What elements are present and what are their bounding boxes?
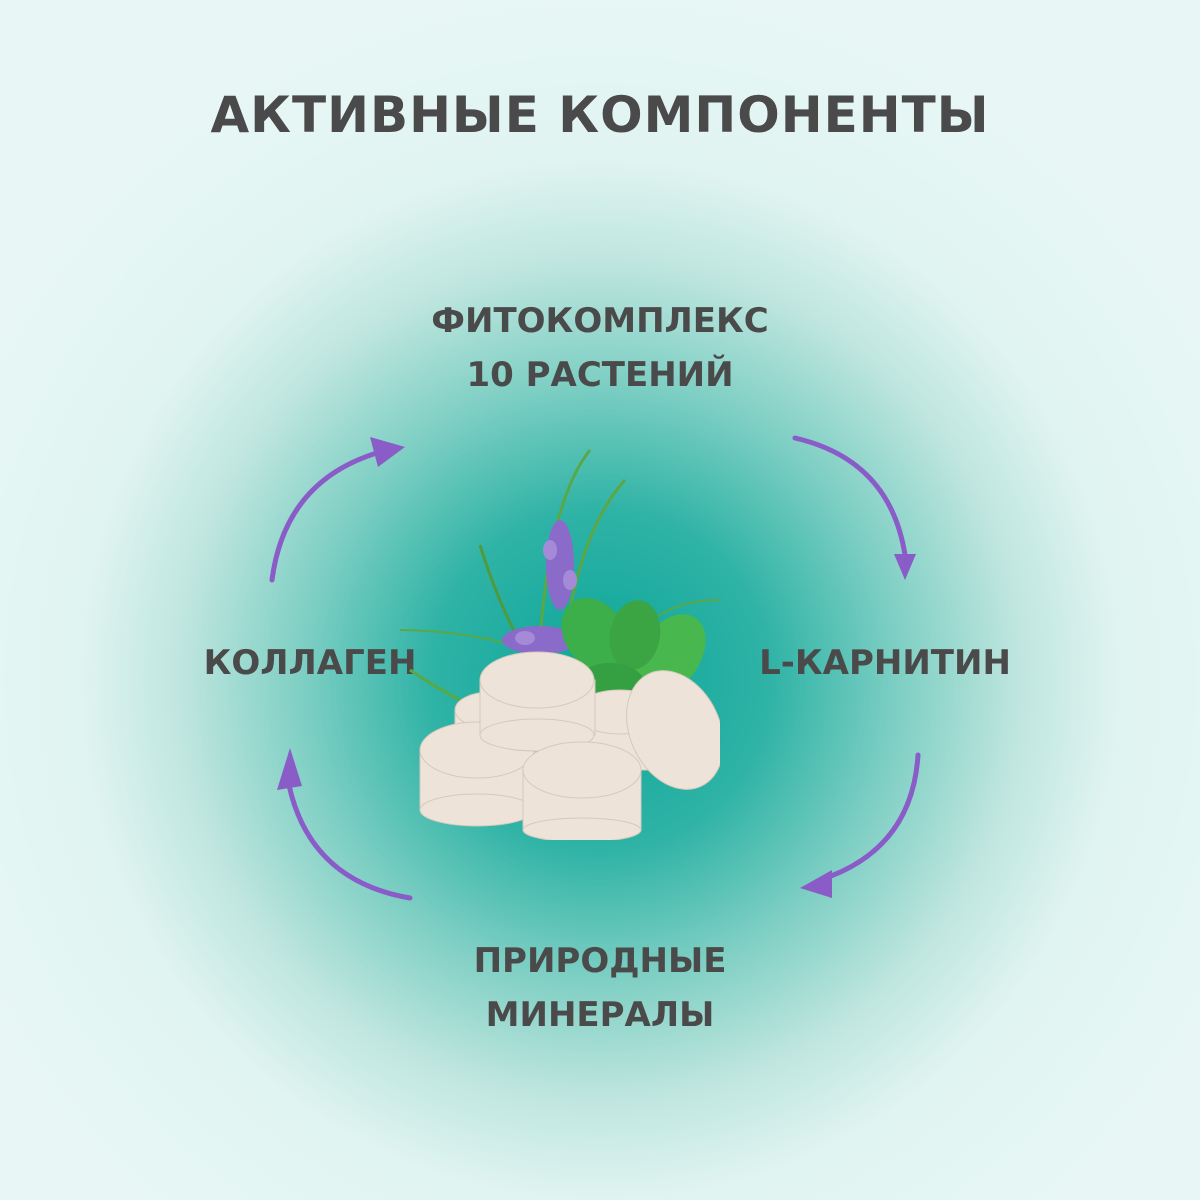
cycle-arrow-icon: [792, 435, 916, 580]
cycle-arrow-icon: [800, 752, 921, 898]
component-minerals-line1: ПРИРОДНЫЕ: [473, 941, 727, 981]
page-title: АКТИВНЫЕ КОМПОНЕНТЫ: [210, 86, 990, 144]
component-l-carnitine: L-КАРНИТИН: [759, 643, 1011, 683]
component-phytocomplex: ФИТОКОМПЛЕКС 10 РАСТЕНИЙ: [380, 290, 820, 406]
component-phytocomplex-line1: ФИТОКОМПЛЕКС: [431, 301, 769, 341]
component-collagen: КОЛЛАГЕН: [203, 643, 417, 683]
tablets-with-herbs-image: [400, 449, 720, 840]
component-minerals: ПРИРОДНЫЕ МИНЕРАЛЫ: [380, 930, 820, 1046]
component-phytocomplex-line2: 10 РАСТЕНИЙ: [466, 355, 734, 395]
cycle-arrow-icon: [269, 437, 405, 583]
cycle-arrow-icon: [277, 748, 413, 901]
component-minerals-line2: МИНЕРАЛЫ: [485, 995, 715, 1035]
